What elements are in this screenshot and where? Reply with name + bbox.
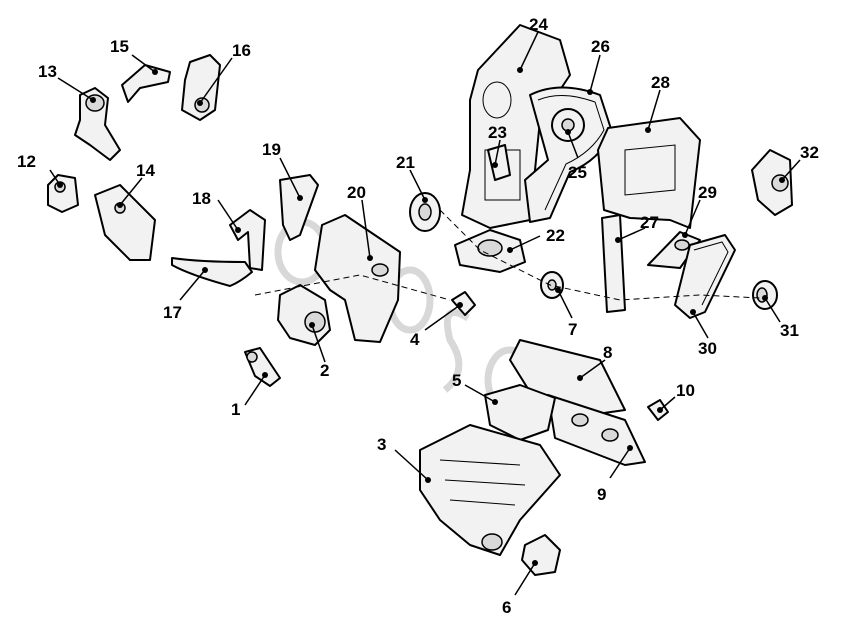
callout-3: 3 [377,435,386,454]
leader-lines [49,31,801,596]
callout-19: 19 [262,140,281,159]
part-5-throttle-body [484,384,556,441]
part-17-poly-v-belt [171,257,253,287]
callout-14: 14 [136,161,155,180]
callout-5: 5 [452,371,461,390]
callout-24: 24 [529,15,548,34]
callout-17: 17 [163,303,182,322]
callout-27: 27 [640,213,659,232]
callout-29: 29 [698,183,717,202]
callout-2: 2 [320,361,329,380]
part-6-idle-valve [521,534,561,576]
part-16-mount [181,54,221,121]
callout-32: 32 [800,143,819,162]
part-28-upper-cover [597,117,701,229]
part-32-mount [751,149,793,216]
callout-12: 12 [17,152,36,171]
callout-23: 23 [488,123,507,142]
callout-10: 10 [676,381,695,400]
part-29-bracket [647,231,701,269]
callout-7: 7 [568,320,577,339]
callout-20: 20 [347,183,366,202]
callout-28: 28 [651,73,670,92]
part-19-bracket [279,174,319,241]
part-3-intake-manifold [419,424,561,556]
callout-21: 21 [396,153,415,172]
callout-25: 25 [568,163,587,182]
alignment-lines [254,209,761,301]
callout-9: 9 [597,485,606,504]
callout-numbers: 1 2 3 4 5 6 7 8 9 10 12 13 14 15 16 17 1… [17,15,819,617]
part-21-pulley [409,192,441,232]
part-18-bracket [229,209,266,271]
part-14-bracket [94,184,156,261]
part-30-aux-belt [674,234,736,319]
part-20-accessory-bracket [314,214,401,343]
part-25-cam-pulley [551,108,585,142]
callout-13: 13 [38,62,57,81]
leader-dots [57,67,785,566]
callout-6: 6 [502,598,511,617]
callout-26: 26 [591,37,610,56]
callout-16: 16 [232,41,251,60]
part-22-water-pump [454,229,526,273]
part-15-link [121,64,171,103]
part-12-engine-mount [47,174,79,213]
part-2-alternator [277,284,331,346]
part-13-mount-bracket [74,87,121,161]
callout-15: 15 [110,37,129,56]
callout-22: 22 [546,226,565,245]
part-9-gasket [547,394,646,466]
callout-30: 30 [698,339,717,358]
callout-18: 18 [192,189,211,208]
part-1-sensor [244,347,281,387]
callout-8: 8 [603,343,612,362]
callout-1: 1 [231,400,240,419]
part-27-belt-guide [601,214,626,313]
part-4-thermostat [451,291,476,316]
callout-31: 31 [780,321,799,340]
callout-4: 4 [410,330,420,349]
